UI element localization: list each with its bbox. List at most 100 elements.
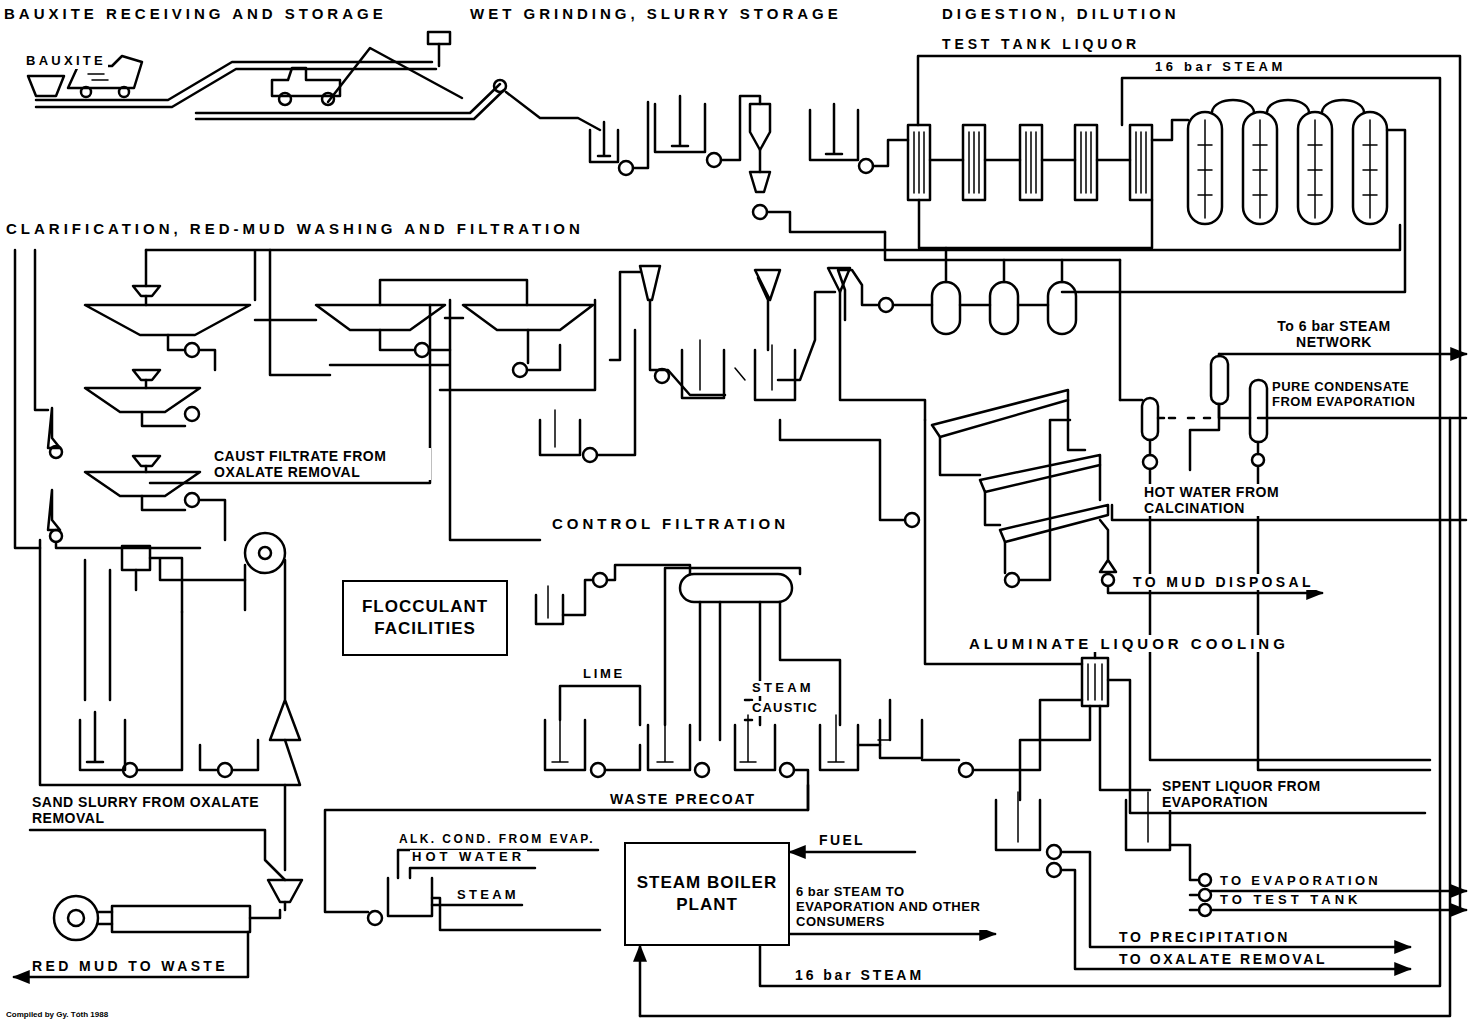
wet-grinding [750,104,770,150]
mud-disposal [98,912,112,924]
control-filtration [858,700,890,745]
digestion-train [1257,442,1260,454]
mud-washers [925,420,1082,664]
digestion-train [919,200,1152,248]
digestion-train [1142,398,1158,440]
mud-disposal [112,906,250,932]
mud-washers [980,455,1100,492]
stream-label: ALK. COND. FROM EVAP. [397,833,597,847]
clarification-thickeners [527,330,560,370]
bauxite-yard [119,87,129,97]
steam-and-water-lines [790,933,995,936]
clarification-thickeners [122,546,150,570]
mud-washers [610,272,640,360]
mud-washers [655,369,669,383]
stream-label: BAUXITE RECEIVING AND STORAGE [2,5,389,22]
mud-disposal [268,880,302,902]
mud-washers [828,268,850,292]
digestion-train [1211,356,1228,404]
control-filtration [820,725,858,770]
control-filtration [780,763,794,777]
liquor-cooling [1047,845,1061,859]
wet-grinding [633,102,648,168]
digestion-train [1308,120,1322,218]
wet-grinding [873,140,908,166]
clarification-thickeners [85,560,110,700]
liquor-cooling [1020,706,1150,800]
digestion-train [1149,440,1152,455]
digestion-train [1048,282,1076,334]
steam-and-water-lines [1190,404,1219,470]
liquor-cooling [1088,664,1102,700]
steam-and-water-lines [1258,417,1466,420]
digestion-train [1158,417,1211,420]
digestion-train [930,159,1130,162]
control-filtration [657,715,673,762]
stream-label: CONTROL FILTRATION [550,515,791,532]
digestion-train [1120,399,1142,402]
clarification-thickeners [137,612,182,770]
control-filtration [680,574,792,602]
digestion-train [1353,112,1387,224]
digestion-train [1020,125,1042,200]
bauxite-yard [279,93,291,105]
bauxite-yard [196,84,500,113]
mud-washers [699,340,701,390]
mud-disposal [30,830,285,880]
digestion-train [946,248,1062,282]
control-filtration [547,586,549,618]
liquor-cooling [1170,845,1199,910]
bauxite-yard [494,80,506,92]
steam-and-water-lines [639,946,642,1016]
mud-disposal [250,910,280,918]
liquor-cooling [1199,904,1211,916]
control-filtration [880,720,922,758]
bauxite-yard [328,48,462,102]
stream-label: FUEL [817,832,867,848]
liquor-cooling [1017,792,1019,842]
clarification-thickeners [245,560,300,740]
digestion-train [1188,112,1222,224]
digestion-train [969,132,979,193]
control-filtration [560,686,640,725]
control-filtration [735,725,775,770]
control-filtration [552,712,568,762]
mud-washers [905,513,919,527]
clarification-thickeners [15,250,200,548]
digestion-train [1298,112,1332,224]
stream-label: To 6 bar STEAM NETWORK [1262,318,1406,350]
clarification-thickeners [259,547,271,559]
stream-label: WASTE PRECOAT [608,791,758,807]
clarification-thickeners [15,225,1400,785]
bauxite-yard [36,69,436,107]
wet-grinding [759,150,762,172]
clarification-thickeners [200,740,258,770]
liquor-cooling [1147,792,1149,842]
mud-washers [1005,420,1070,580]
stream-label: TO EVAPORATION [1218,874,1383,889]
mud-washers [682,350,724,398]
wet-grinding [590,96,908,232]
clarification-thickeners [145,250,148,305]
mud-washers [1100,520,1116,572]
stream-label: PURE CONDENSATE FROM EVAPORATION [1270,380,1436,410]
clarification-thickeners [199,500,225,540]
bauxite-yard [81,87,91,97]
liquor-cooling [1199,874,1211,886]
digestion-train [1081,132,1091,193]
clarification-thickeners [316,305,445,330]
mud-disposal [432,904,522,907]
mud-disposal [14,785,600,977]
mud-washers [755,270,780,300]
clarification-thickeners [270,250,330,375]
control-filtration [593,573,607,587]
digestion-train [838,100,1430,770]
clarification-thickeners [185,343,199,357]
mud-washers [1005,573,1019,587]
steam-and-water-lines [760,78,1440,986]
clarification-thickeners [142,412,185,426]
clarification-thickeners [48,408,60,448]
stream-label: TEST TANK LIQUOR [940,36,1142,52]
control-filtration [740,715,756,762]
mud-washers [650,300,725,395]
